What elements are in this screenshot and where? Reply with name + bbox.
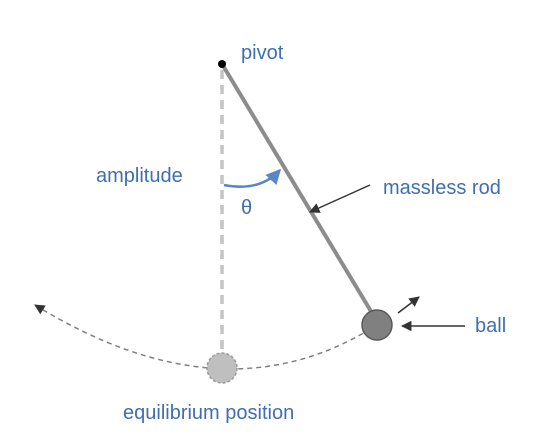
pivot-label: pivot (241, 42, 284, 64)
equilibrium-ball (206, 352, 238, 384)
equilibrium-position-label: equilibrium position (123, 402, 294, 424)
swing-arc (34, 304, 373, 370)
pivot-point (218, 60, 226, 68)
amplitude-label: amplitude (96, 165, 183, 187)
massless-rod-label: massless rod (383, 177, 501, 199)
ball-label: ball (475, 315, 506, 337)
theta-label: θ (241, 197, 252, 219)
massless-rod (220, 62, 377, 320)
ball-motion-arrow (397, 296, 420, 314)
rod-pointer-arrow (309, 184, 371, 213)
pendulum-ball (361, 309, 393, 341)
angle-arc-arrow (223, 168, 282, 188)
